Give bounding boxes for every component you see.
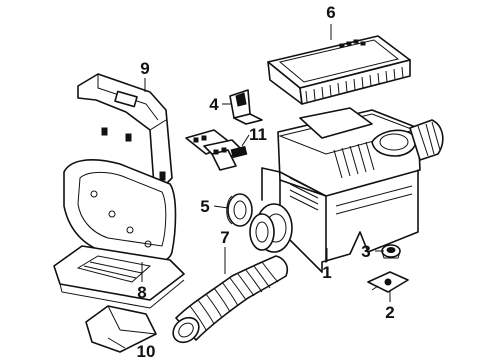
intake-duct — [172, 203, 293, 344]
callout-1: 1 — [322, 263, 331, 282]
sensor-assembly — [185, 129, 248, 171]
mounting-bracket — [229, 89, 263, 125]
leader-lines — [107, 24, 391, 349]
mounting-clamp — [367, 271, 409, 293]
lower-housing — [53, 159, 185, 309]
callout-7: 7 — [220, 228, 229, 247]
callout-4: 4 — [209, 95, 219, 114]
air-filter-element — [267, 35, 411, 105]
grommet — [226, 193, 253, 227]
callout-11: 11 — [249, 125, 267, 144]
air-cleaner-housing — [261, 107, 444, 273]
rubber-mount — [381, 244, 401, 259]
callout-10: 10 — [137, 342, 156, 360]
callout-6: 6 — [326, 3, 335, 22]
cover-plate — [85, 305, 157, 353]
callout-3: 3 — [361, 242, 370, 261]
callout-2: 2 — [385, 303, 394, 322]
callout-5: 5 — [200, 197, 209, 216]
callout-9: 9 — [140, 59, 149, 78]
callout-8: 8 — [137, 283, 146, 302]
